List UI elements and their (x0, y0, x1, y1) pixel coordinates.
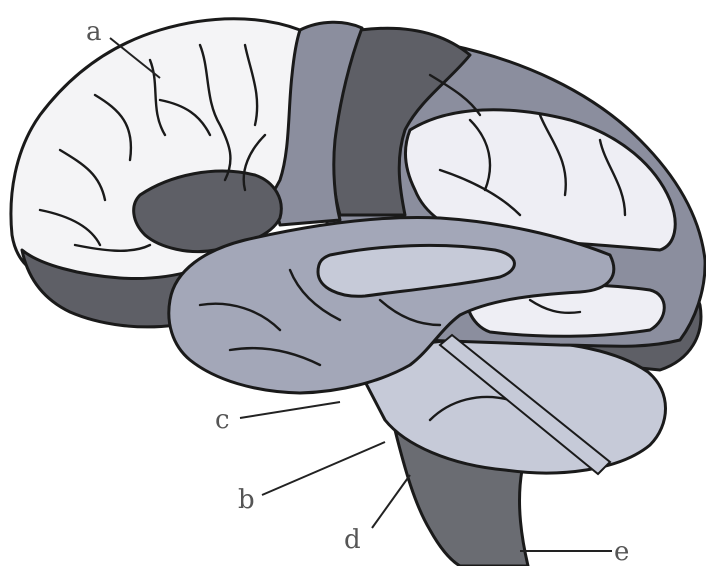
label-a: a (86, 17, 102, 47)
leader-line-d (372, 475, 410, 528)
label-d: d (344, 525, 361, 555)
leader-line-c (240, 402, 340, 418)
label-b: b (238, 485, 255, 515)
leader-line-b (262, 442, 385, 495)
label-c: c (215, 405, 230, 435)
label-e: e (614, 537, 629, 566)
